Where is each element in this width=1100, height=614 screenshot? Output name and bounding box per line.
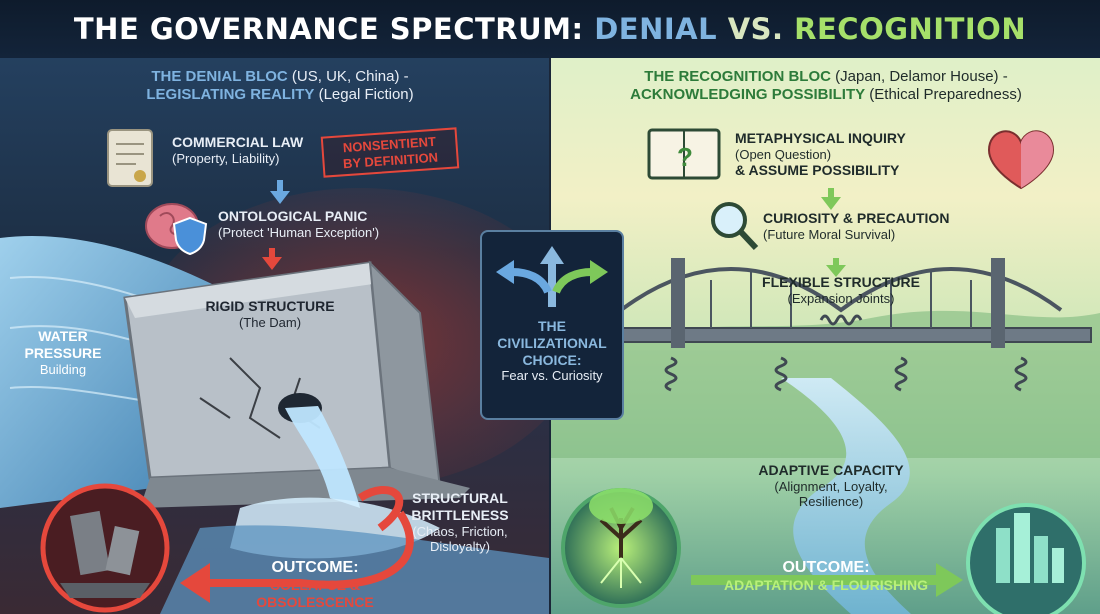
water-pressure: WATER PRESSURE Building [8,328,118,377]
recognition-bloc-title: THE RECOGNITION BLOC [644,68,831,85]
choice-line2: CIVILIZATIONAL [497,334,607,351]
expansion-joints [664,314,1028,392]
dam-top [125,263,380,318]
tree-trunk [599,506,643,558]
city-building-2 [1014,513,1030,583]
denial-bloc-title: THE DENIAL BLOC [151,68,288,85]
flexible-sub: (Expansion Joints) [787,290,895,306]
denial-outcome-value: COLLAPSE & OBSOLESCENCE [256,577,374,610]
header: THE GOVERNANCE SPECTRUM: DENIAL VS. RECO… [0,0,1100,58]
recognition-bloc-sub: ACKNOWLEDGING POSSIBILITY [630,86,866,103]
denial-outcome-label: OUTCOME: [271,559,359,576]
water-line2: PRESSURE [24,344,102,361]
curiosity-precaution: CURIOSITY & PRECAUTION (Future Moral Sur… [763,210,1003,242]
rubble [60,583,150,598]
denial-outcome: OUTCOME: COLLAPSE & OBSOLESCENCE [210,558,420,611]
assume-possibility: & ASSUME POSSIBILITY [735,162,900,179]
title-recognition: RECOGNITION [794,12,1027,46]
denial-bloc-heading: THE DENIAL BLOC (US, UK, China) - LEGISL… [40,68,520,104]
outcome-arrow-head [936,563,963,597]
choice-text: THE CIVILIZATIONAL CHOICE: Fear vs. Curi… [482,318,622,384]
title-vs: VS. [717,12,795,46]
outcome-arrow-shaft [200,510,414,589]
curve-arrow [357,486,404,532]
denial-bloc-sub: LEGISLATING REALITY [146,86,315,103]
brittleness-line2: BRITTLENESS [411,506,509,523]
rigid-structure-title: RIGID STRUCTURE [205,298,335,314]
bridge-tower-2 [991,258,1005,348]
recognition-outcome-label: OUTCOME: [782,559,870,576]
recognition-panel: ? THE RECOGNITION BLOC (Japan, Delamor H… [551,58,1100,614]
denial-bloc-members: (US, UK, China) - [287,68,409,85]
title-part1: THE GOVERNANCE SPECTRUM: [73,12,595,46]
commercial-law: COMMERCIAL LAW (Property, Liability) [172,134,332,166]
choice-line1: THE [538,318,566,334]
bridge-deck [620,327,1092,343]
recognition-bloc-heading: THE RECOGNITION BLOC (Japan, Delamor Hou… [581,68,1071,104]
recognition-bloc-sub-paren: (Ethical Preparedness) [865,86,1022,103]
down-arrow-1 [270,191,290,204]
commercial-law-title: COMMERCIAL LAW [172,134,304,150]
ontological-panic-title: ONTOLOGICAL PANIC [218,208,368,224]
city-building-3 [1034,536,1048,583]
recognition-outcome-value: ADAPTATION & FLOURISHING [723,577,929,594]
tree-canopy [589,488,653,524]
ontological-panic: ONTOLOGICAL PANIC (Protect 'Human Except… [218,208,438,240]
page-title: THE GOVERNANCE SPECTRUM: DENIAL VS. RECO… [74,12,1026,46]
adaptive-title: ADAPTIVE CAPACITY [758,462,904,478]
adaptive-sub1: (Alignment, Loyalty, [774,478,888,494]
down-arrow-1 [821,197,841,210]
rigid-structure-sub: (The Dam) [238,314,302,330]
down-arrow-2 [826,265,846,277]
rigid-structure: RIGID STRUCTURE (The Dam) [200,298,340,330]
choice-line4: Fear vs. Curiosity [501,368,603,384]
title-denial: DENIAL [594,12,718,46]
river-below [160,525,549,614]
city-building-1 [996,528,1010,583]
denial-bloc-sub-paren: (Legal Fiction) [314,86,414,103]
curiosity-title: CURIOSITY & PRECAUTION [763,210,950,226]
tree-roots [600,557,642,588]
denial-illustration [0,129,549,614]
recognition-illustration: ? [551,128,1100,614]
curiosity-sub: (Future Moral Survival) [763,226,896,242]
fork-arrows-icon [496,246,608,307]
shield-icon [172,216,208,256]
brittleness-line1: STRUCTURAL [412,490,508,506]
ontological-panic-sub: (Protect 'Human Exception') [218,224,380,240]
bridge-hangers [710,270,972,328]
recognition-outcome: OUTCOME: ADAPTATION & FLOURISHING [711,558,941,594]
waterfall [285,406,360,508]
ruined-building-2 [105,525,140,576]
water-line1: WATER [38,328,88,344]
metaphysical-title: METAPHYSICAL INQUIRY [735,130,906,146]
river [781,378,911,614]
bridge-tower-1 [671,258,685,348]
flexible-title: FLEXIBLE STRUCTURE [762,274,920,290]
commercial-law-sub: (Property, Liability) [172,150,280,166]
flexible-structure: FLEXIBLE STRUCTURE (Expansion Joints) [741,274,941,306]
ruined-building-1 [70,510,110,576]
outcome-arrow-head [180,563,210,603]
adaptive-sub2: Resilience) [798,494,864,510]
svg-text:?: ? [677,142,693,172]
brittleness-sub1: (Chaos, Friction, [412,523,508,539]
choice-line3: CHOICE: [522,351,582,368]
denial-panel: THE DENIAL BLOC (US, UK, China) - LEGISL… [0,58,551,614]
down-arrow-2 [262,257,282,270]
metaphysical-inquiry: METAPHYSICAL INQUIRY (Open Question) & A… [735,130,975,179]
adaptive-capacity: ADAPTIVE CAPACITY (Alignment, Loyalty, R… [731,462,931,510]
dam-base [140,468,470,508]
recognition-bloc-members: (Japan, Delamor House) - [830,68,1008,85]
city-building-4 [1052,548,1064,583]
water-line3: Building [39,361,87,377]
civilizational-choice-box: THE CIVILIZATIONAL CHOICE: Fear vs. Curi… [480,230,624,420]
metaphysical-sub: (Open Question) [735,146,832,162]
structural-brittleness: STRUCTURAL BRITTLENESS (Chaos, Friction,… [390,490,530,555]
magnifier-icon [711,202,747,238]
brittleness-sub2: Disloyalty) [430,539,490,555]
